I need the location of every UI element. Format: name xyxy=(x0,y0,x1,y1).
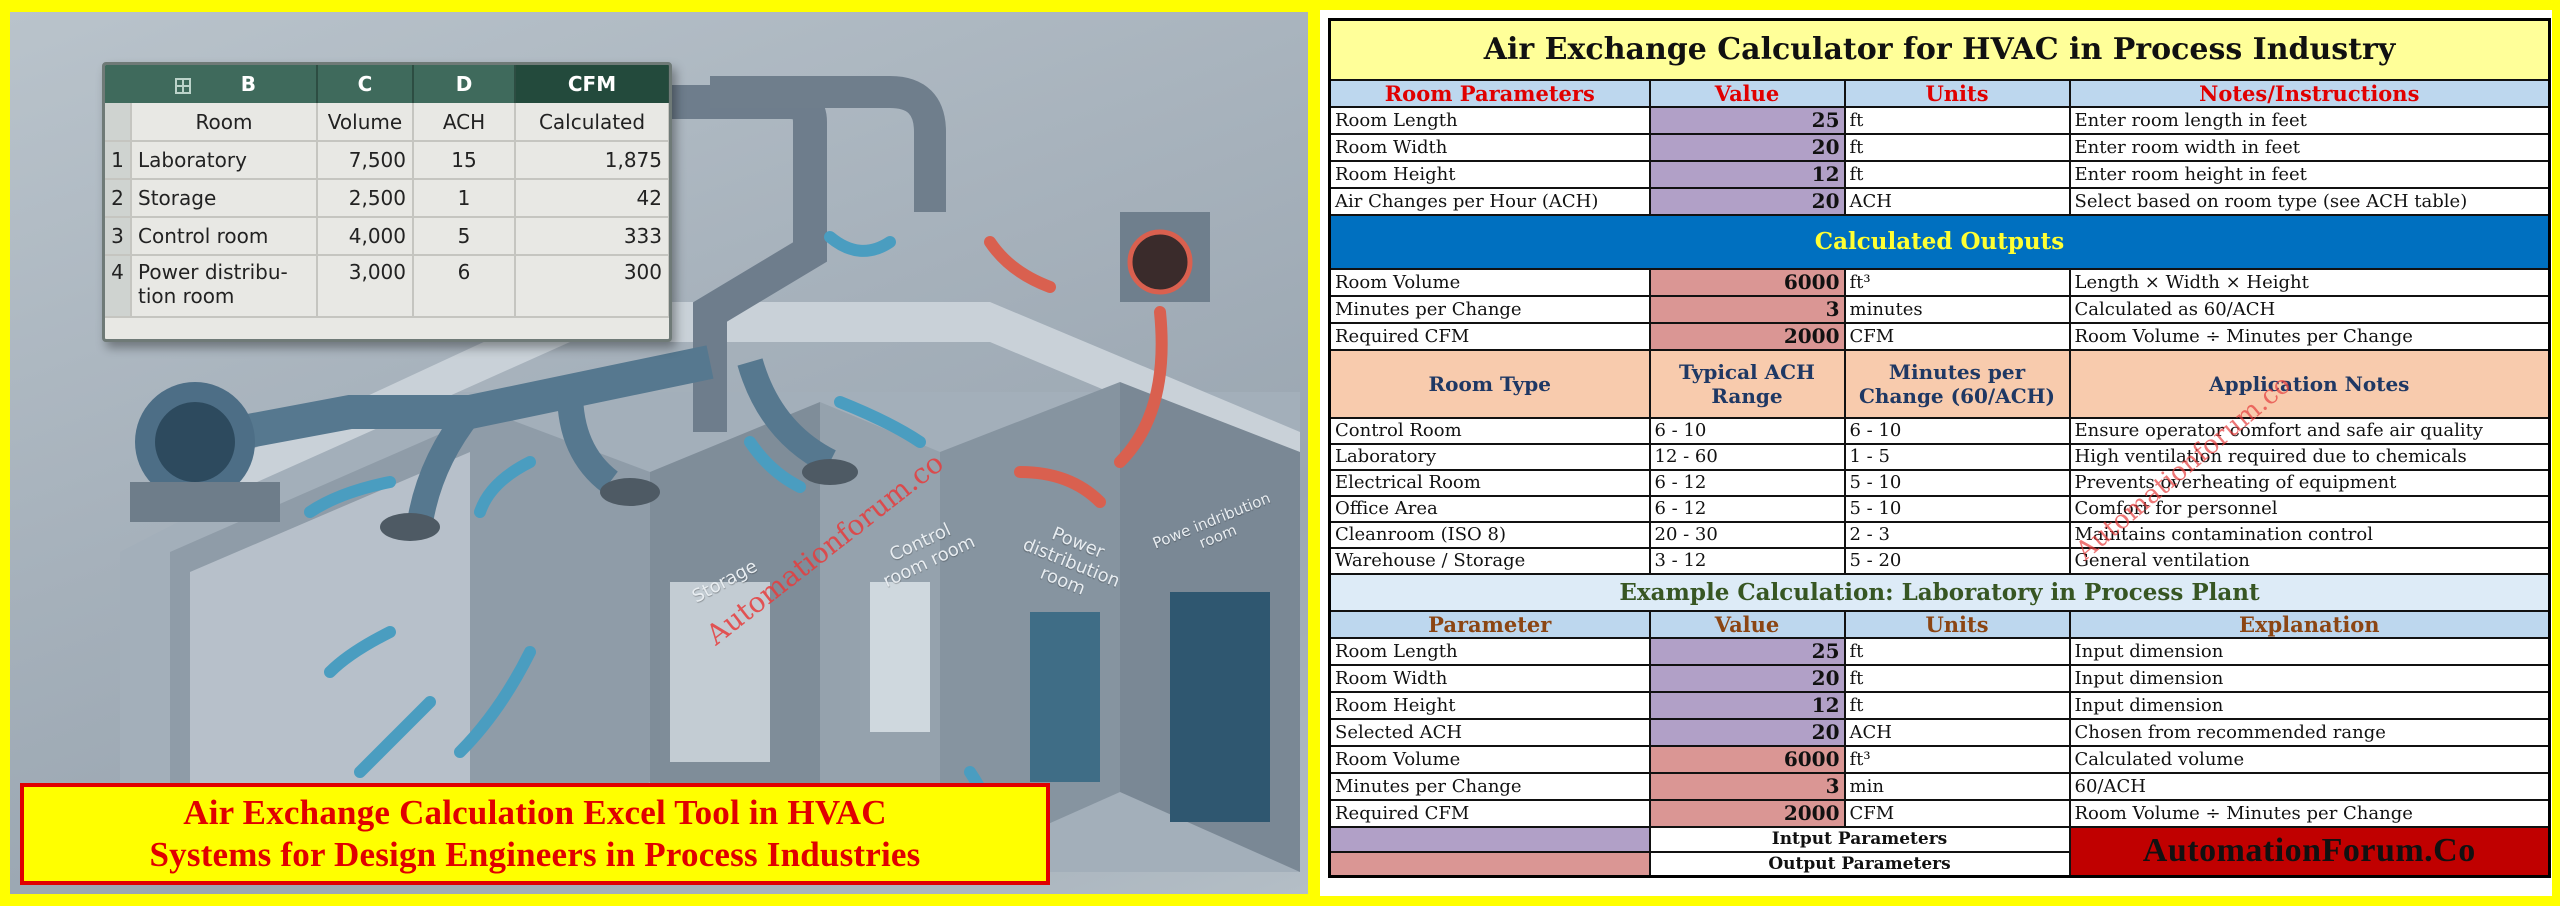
room-type-row: Warehouse / Storage 3 - 12 5 - 20 Genera… xyxy=(1328,546,2551,575)
example-row: Required CFM 2000 CFM Room Volume ÷ Minu… xyxy=(1328,798,2551,828)
legend-label-input: Intput Parameters xyxy=(1648,825,2071,853)
example-row: Room Length 25 ft Input dimension xyxy=(1328,636,2551,666)
room-type-row: Cleanroom (ISO 8) 20 - 30 2 - 3 Maintain… xyxy=(1328,520,2551,549)
example-row: Room Width 20 ft Input dimension xyxy=(1328,663,2551,693)
excel-subhead-volume: Volume xyxy=(317,103,414,142)
legend-row-output: Output Parameters xyxy=(1328,850,2550,878)
room-type-row: Laboratory 12 - 60 1 - 5 High ventilatio… xyxy=(1328,442,2551,471)
output-required-cfm: 2000 xyxy=(1648,321,1846,351)
calculator-panel: Air Exchange Calculator for HVAC in Proc… xyxy=(1320,10,2552,896)
excel-row: 2 Storage 2,500 1 42 xyxy=(105,179,669,218)
hvac-scene-graphic xyxy=(120,76,1300,882)
output-row-minutes: Minutes per Change 3 minutes Calculated … xyxy=(1328,294,2551,324)
excel-subhead-calculated: Calculated xyxy=(515,103,669,142)
example-row: Room Volume 6000 ft³ Calculated volume xyxy=(1328,744,2551,774)
calculated-outputs-band: Calculated Outputs xyxy=(1328,213,2551,270)
param-row-ach: Air Changes per Hour (ACH) 20 ACH Select… xyxy=(1328,186,2551,216)
room-type-row: Electrical Room 6 - 12 5 - 10 Prevents o… xyxy=(1328,468,2551,497)
excel-row: 3 Control room 4,000 5 333 xyxy=(105,217,669,256)
room-type-header: Room Type Typical ACH Range Minutes per … xyxy=(1328,348,2551,419)
example-row: Selected ACH 20 ACH Chosen from recommen… xyxy=(1328,717,2551,747)
hvac-illustration: B C D CFM Room Volume ACH Calculated 1 L… xyxy=(10,12,1308,894)
param-row-length: Room Length 25 ft Enter room length in f… xyxy=(1328,105,2551,135)
legend-row-input: Intput Parameters AutomationForum.Co xyxy=(1328,825,2551,878)
excel-col-cfm: CFM xyxy=(515,65,669,103)
example-input-width[interactable]: 20 xyxy=(1648,663,1846,693)
example-output-cfm: 2000 xyxy=(1648,798,1846,828)
banner-line-2: Systems for Design Engineers in Process … xyxy=(149,835,921,874)
grid-icon xyxy=(174,77,191,94)
excel-rownum xyxy=(105,103,132,142)
param-row-height: Room Height 12 ft Enter room height in f… xyxy=(1328,159,2551,189)
input-room-length[interactable]: 25 xyxy=(1648,105,1846,135)
excel-subhead-room: Room xyxy=(131,103,318,142)
legend-swatch-input xyxy=(1328,825,1651,853)
legend-label-output: Output Parameters xyxy=(1648,850,2071,878)
input-room-width[interactable]: 20 xyxy=(1648,132,1846,162)
input-room-height[interactable]: 12 xyxy=(1648,159,1846,189)
room-params-header: Room Parameters Value Units Notes/Instru… xyxy=(1328,78,2551,108)
calculator-title: Air Exchange Calculator for HVAC in Proc… xyxy=(1328,18,2551,81)
air-exchange-calculator: Air Exchange Calculator for HVAC in Proc… xyxy=(1328,18,2552,878)
excel-col-d: D xyxy=(413,65,516,103)
excel-preview-table: B C D CFM Room Volume ACH Calculated 1 L… xyxy=(105,65,669,318)
excel-corner: B xyxy=(105,65,318,103)
brand-logo: AutomationForum.Co xyxy=(2068,825,2551,878)
excel-row: 1 Laboratory 7,500 15 1,875 xyxy=(105,141,669,180)
excel-preview-card: B C D CFM Room Volume ACH Calculated 1 L… xyxy=(102,62,672,342)
excel-subhead-ach: ACH xyxy=(413,103,516,142)
output-room-volume: 6000 xyxy=(1648,267,1846,297)
excel-col-c: C xyxy=(317,65,414,103)
example-input-length[interactable]: 25 xyxy=(1648,636,1846,666)
example-header: Parameter Value Units Explanation xyxy=(1328,609,2551,639)
room-type-row: Office Area 6 - 12 5 - 10 Comfort for pe… xyxy=(1328,494,2551,523)
output-row-cfm: Required CFM 2000 CFM Room Volume ÷ Minu… xyxy=(1328,321,2551,351)
example-output-volume: 6000 xyxy=(1648,744,1846,774)
room-type-row: Control Room 6 - 10 6 - 10 Ensure operat… xyxy=(1328,416,2551,445)
example-row: Minutes per Change 3 min 60/ACH xyxy=(1328,771,2551,801)
example-input-ach[interactable]: 20 xyxy=(1648,717,1846,747)
example-input-height[interactable]: 12 xyxy=(1648,690,1846,720)
input-ach[interactable]: 20 xyxy=(1648,186,1846,216)
banner-line-1: Air Exchange Calculation Excel Tool in H… xyxy=(183,793,887,832)
param-row-width: Room Width 20 ft Enter room width in fee… xyxy=(1328,132,2551,162)
title-banner: Air Exchange Calculation Excel Tool in H… xyxy=(20,783,1050,885)
example-calculation-band: Example Calculation: Laboratory in Proce… xyxy=(1328,572,2551,612)
output-row-volume: Room Volume 6000 ft³ Length × Width × He… xyxy=(1328,267,2551,297)
example-output-minutes: 3 xyxy=(1648,771,1846,801)
excel-row: 4 Power distribu-tion room 3,000 6 300 xyxy=(105,255,669,318)
legend-swatch-output xyxy=(1328,850,1651,878)
example-row: Room Height 12 ft Input dimension xyxy=(1328,690,2551,720)
output-minutes-per-change: 3 xyxy=(1648,294,1846,324)
